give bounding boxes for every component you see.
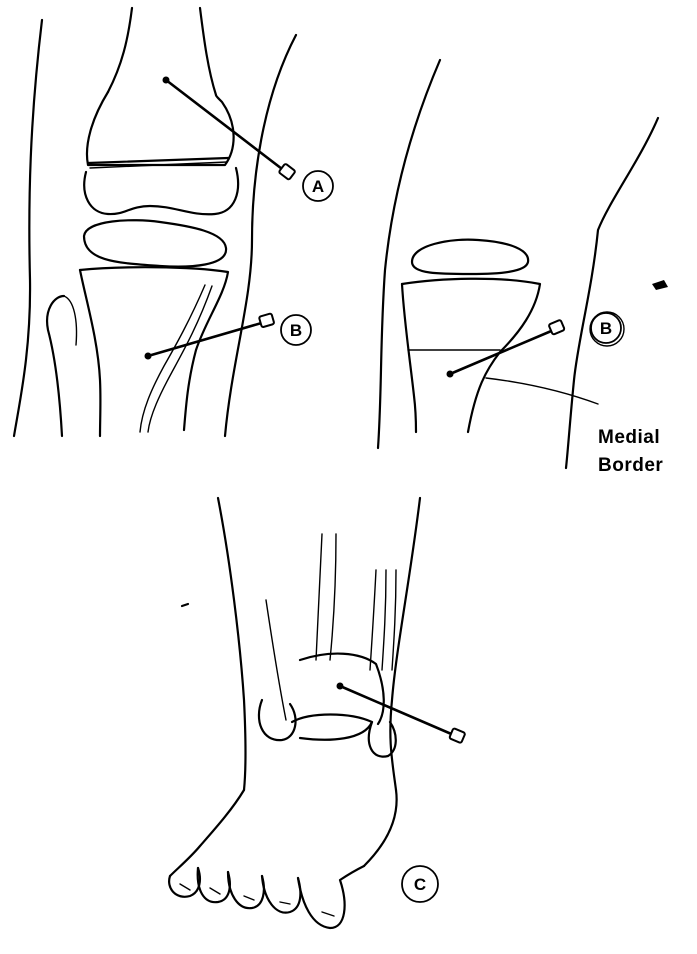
femur-shaft-right: [200, 8, 216, 95]
right-leg-outline: [225, 35, 296, 436]
foot-outline-left: [170, 790, 244, 876]
tibia-medial-view: [402, 279, 540, 432]
fibula-edge: [64, 296, 77, 345]
toe-2: [198, 868, 230, 902]
needle-b-right-hub: [549, 320, 565, 335]
tendon-6: [266, 600, 286, 720]
label-b-left: B: [290, 321, 302, 340]
knee-anterior-view: A B: [14, 8, 333, 436]
label-c: C: [414, 875, 426, 894]
needle-c-hub: [449, 728, 465, 743]
needle-b-left-entry-point: [145, 353, 152, 360]
ink-mark: [182, 604, 188, 606]
toenail-1: [180, 884, 190, 890]
needle-a-hub: [279, 163, 296, 180]
femur-shaft-left: [108, 8, 132, 92]
tendon-5: [392, 570, 396, 670]
needle-b-right: [450, 329, 556, 374]
patella-medial-view: [412, 240, 528, 274]
lateral-malleolus: [259, 700, 296, 740]
left-leg-outline: [14, 20, 42, 436]
needle-b-left-hub: [259, 313, 275, 327]
toenail-4: [280, 902, 290, 904]
label-a: A: [312, 177, 324, 196]
ink-speck: [652, 280, 668, 290]
toenail-5: [322, 912, 334, 916]
toenail-2: [210, 888, 220, 894]
leg-outline-back: [378, 60, 440, 448]
patella: [84, 220, 226, 266]
foot-outline-right: [364, 790, 397, 866]
tendon-1: [316, 534, 322, 660]
medial-border-leader: [486, 378, 598, 404]
needle-b-right-entry-point: [447, 371, 454, 378]
needle-a-entry-point: [163, 77, 170, 84]
tendon-2: [330, 534, 336, 660]
leg-outline-left: [218, 498, 246, 790]
talus: [292, 715, 372, 740]
label-b-right: B: [600, 319, 612, 338]
needle-c: [340, 686, 456, 736]
femur-condyles: [87, 92, 234, 165]
tendon-4: [382, 570, 386, 670]
medial-border-label-line2: Border: [598, 455, 663, 476]
knee-medial-view: B Medial Border: [378, 60, 668, 476]
tibia-medial-view-back: [402, 284, 416, 432]
toe-5: [298, 866, 364, 928]
fibula: [47, 296, 64, 436]
medial-malleolus: [369, 722, 396, 757]
toe-3: [228, 872, 264, 908]
tendon-3: [370, 570, 376, 670]
tibia-medial-edge-2: [148, 286, 212, 432]
toe-4: [262, 876, 300, 913]
tibia-plateau: [80, 267, 228, 430]
medial-border-label-line1: Medial: [598, 427, 660, 448]
femur-condyle-bottom: [84, 168, 238, 214]
needle-c-entry-point: [337, 683, 344, 690]
tibia-lateral-edge: [80, 270, 100, 436]
leg-outline-front: [566, 118, 658, 468]
toenail-3: [244, 896, 254, 900]
ankle-foot-view: C: [169, 498, 465, 928]
